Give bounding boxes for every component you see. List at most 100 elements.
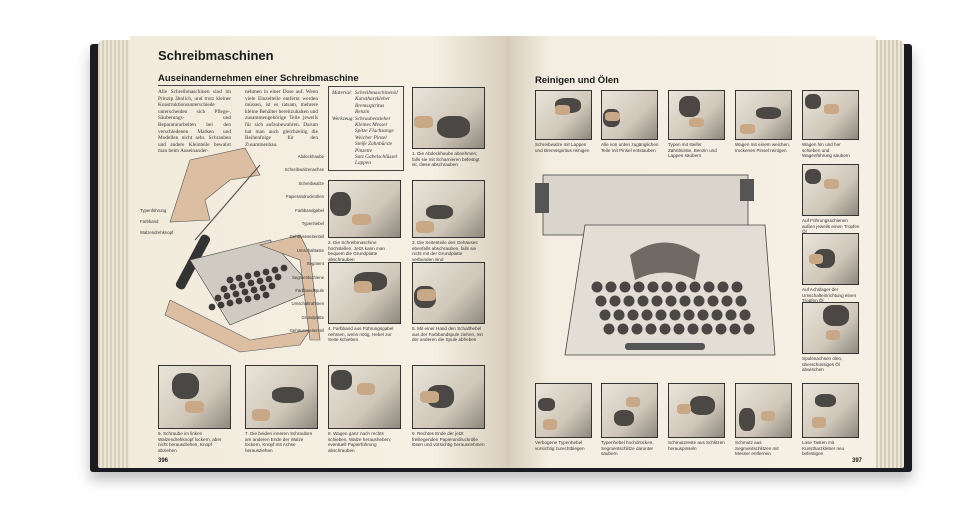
- key: [238, 281, 246, 289]
- material-label: Material:: [332, 90, 353, 96]
- side-panel: [258, 234, 321, 341]
- hand-detail: [420, 390, 439, 404]
- key: [675, 281, 687, 293]
- diagram-label: Gehäuseseitenteil: [289, 234, 324, 240]
- key: [707, 295, 719, 307]
- hand-detail: [605, 111, 620, 122]
- key: [673, 323, 685, 335]
- tool-item: Schraubenzieher: [355, 115, 391, 122]
- page-title: Schreibmaschinen: [158, 48, 274, 63]
- tool-item: Steife Zahnbürste: [355, 141, 393, 148]
- cleaning-caption: Schreibwalze mit Lappen und Bremsspiritu…: [535, 142, 590, 153]
- tool-item: Lappen: [355, 160, 371, 167]
- key: [256, 277, 264, 285]
- hand-detail: [356, 382, 376, 396]
- heading-rule: [158, 85, 320, 86]
- key: [235, 297, 243, 305]
- key: [731, 281, 743, 293]
- repair-image: [802, 383, 859, 438]
- diagram-label: Farbbandgabel: [295, 207, 324, 213]
- key: [259, 284, 267, 292]
- key: [721, 295, 733, 307]
- dark-detail: [804, 94, 822, 110]
- hand-detail: [542, 418, 557, 430]
- hand-detail: [415, 221, 435, 233]
- tool-item: Kleines Messer: [355, 122, 388, 129]
- diagram-label: Typenhebel: [301, 221, 324, 227]
- key: [697, 309, 709, 321]
- diagram-label: Walzendrehknopf: [140, 230, 174, 235]
- diagram-label: Farbbandspule: [295, 288, 324, 294]
- key: [701, 323, 713, 335]
- hand-detail: [625, 396, 640, 408]
- key: [687, 323, 699, 335]
- hand-detail: [689, 117, 704, 128]
- dark-detail: [329, 191, 351, 216]
- key: [659, 323, 671, 335]
- section-heading-right: Reinigen und Ölen: [535, 75, 619, 86]
- key: [655, 309, 667, 321]
- repair-image: [668, 383, 725, 438]
- diagram-label: Schreibwalze: [298, 180, 324, 186]
- key: [617, 323, 629, 335]
- key: [217, 301, 225, 309]
- step-image: [245, 365, 318, 429]
- dark-detail: [538, 397, 555, 412]
- hand-detail: [353, 281, 373, 293]
- repair-image: [735, 383, 792, 438]
- diagram-label: Umschaltrahmen: [291, 301, 324, 307]
- material-item: Schreibmaschinenöl: [355, 90, 398, 96]
- oiling-caption: Auf Achslager der Umschalteinrichtung ei…: [802, 287, 857, 304]
- key: [591, 281, 603, 293]
- key: [683, 309, 695, 321]
- key: [595, 295, 607, 307]
- key: [619, 281, 631, 293]
- key: [693, 295, 705, 307]
- key: [631, 323, 643, 335]
- key: [223, 292, 231, 300]
- hand-detail: [185, 400, 204, 414]
- key: [715, 323, 727, 335]
- diagram-keys: [208, 264, 288, 311]
- dark-detail: [437, 115, 470, 138]
- key: [665, 295, 677, 307]
- dark-detail: [613, 409, 635, 427]
- key: [703, 281, 715, 293]
- hand-detail: [824, 178, 839, 189]
- hand-detail: [760, 410, 776, 422]
- key: [725, 309, 737, 321]
- key: [226, 276, 234, 284]
- tool-item: Satz Gabelschlüssel: [355, 154, 398, 161]
- hand-detail: [811, 417, 827, 428]
- dark-detail: [331, 370, 353, 390]
- oiling-image: [802, 164, 859, 216]
- dark-detail: [172, 372, 200, 400]
- key: [627, 309, 639, 321]
- dark-detail: [689, 395, 716, 416]
- key: [262, 268, 270, 276]
- hand-detail: [808, 254, 823, 264]
- repair-image: [535, 383, 592, 438]
- hand-detail: [414, 115, 433, 128]
- keyboard: [591, 281, 755, 335]
- oiling-caption: Spulenachsen ölen, überschüssiges Öl abw…: [802, 356, 843, 373]
- diagram-label: Grundplatte: [301, 314, 324, 320]
- key: [244, 272, 252, 280]
- key: [250, 286, 258, 294]
- hand-detail: [676, 403, 691, 415]
- step-image: [412, 180, 485, 238]
- key: [637, 295, 649, 307]
- step-caption: 7. Die beiden inneren Schrauben am ander…: [245, 431, 313, 453]
- dark-detail: [738, 407, 756, 431]
- diagram-label: Umschalttaste: [296, 247, 324, 253]
- platen-knob: [740, 179, 754, 201]
- key: [739, 309, 751, 321]
- oiling-image: [802, 302, 859, 354]
- repair-caption: Verbogene Typenhebel vorsichtig zurechtb…: [535, 440, 585, 451]
- key: [735, 295, 747, 307]
- typewriter-illustration: [535, 174, 776, 356]
